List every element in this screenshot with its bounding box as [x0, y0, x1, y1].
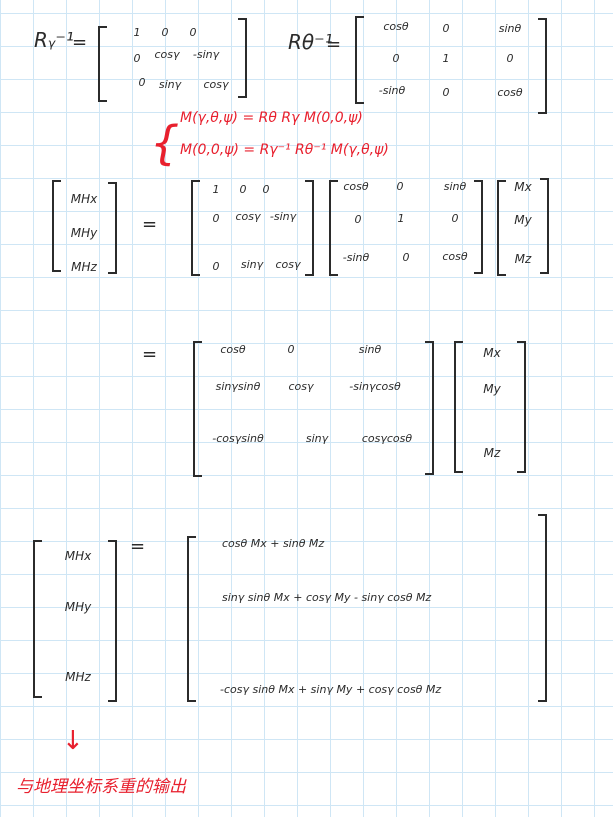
vector-cell: MHz	[71, 260, 97, 274]
matrix-cell: sinθ	[443, 180, 467, 193]
matrix-cell: 0	[138, 76, 146, 89]
bracket-left	[52, 180, 61, 272]
vector-cell: MHy	[70, 226, 98, 240]
bracket-left	[191, 180, 200, 276]
matrix-cell: 0	[161, 26, 169, 39]
vector-cell: MHy	[64, 600, 92, 614]
bracket-left	[33, 540, 42, 698]
annotation-brace: {	[150, 116, 180, 170]
vector-cell: Mx	[514, 180, 532, 194]
matrix-cell: 0	[212, 212, 220, 225]
matrix-cell: 0	[442, 22, 450, 35]
matrix-cell: 0	[189, 26, 197, 39]
down-arrow-icon: ↓	[62, 726, 84, 756]
matrix-cell: 0	[287, 343, 295, 356]
r-theta-inv-label: Rθ⁻¹	[288, 30, 333, 54]
matrix-cell: 0	[506, 52, 514, 65]
equals-sign: =	[72, 32, 88, 53]
bracket-right	[474, 180, 483, 274]
matrix-cell: cosγcosθ	[361, 432, 413, 445]
result-row-z: -cosγ sinθ Mx + sinγ My + cosγ cosθ Mz	[220, 683, 442, 696]
matrix-cell: -sinγ	[192, 48, 220, 61]
matrix-cell: cosγ	[275, 258, 301, 271]
matrix-cell: 0	[451, 212, 459, 225]
matrix-cell: 0	[354, 213, 362, 226]
matrix-cell: cosθ	[442, 250, 468, 263]
matrix-cell: 0	[212, 260, 220, 273]
matrix-cell: 0	[442, 86, 450, 99]
matrix-cell: -sinθ	[342, 251, 370, 264]
vector-cell: MHx	[70, 192, 98, 206]
vector-cell: My	[483, 382, 501, 396]
matrix-cell: -sinγcosθ	[349, 380, 401, 393]
bracket-right	[305, 180, 314, 276]
bracket-right	[425, 341, 434, 475]
matrix-cell: -cosγsinθ	[212, 432, 264, 445]
footer-note: 与地理坐标系重的输出	[16, 777, 186, 797]
matrix-cell: 1	[442, 52, 450, 65]
equals-sign: =	[142, 344, 158, 365]
equals-sign: =	[130, 536, 146, 557]
matrix-cell: 0	[402, 251, 410, 264]
r-gamma-inv-label: Rᵧ⁻¹	[34, 28, 74, 52]
matrix-cell: sinθ	[498, 22, 522, 35]
bracket-right	[517, 341, 526, 473]
matrix-cell: sinγ	[305, 432, 329, 445]
bracket-left	[187, 536, 196, 702]
matrix-cell: 0	[396, 180, 404, 193]
bracket-right	[108, 540, 117, 702]
vector-cell: MHx	[64, 549, 92, 563]
matrix-cell: sinγsinθ	[215, 380, 261, 393]
matrix-cell: sinθ	[358, 343, 382, 356]
matrix-cell: -sinγ	[269, 210, 297, 223]
bracket-right	[538, 514, 547, 702]
matrix-cell: 1	[133, 26, 141, 39]
vector-cell: Mx	[483, 346, 501, 360]
vector-cell: MHz	[65, 670, 91, 684]
matrix-cell: 0	[239, 183, 247, 196]
matrix-cell: cosθ	[383, 20, 409, 33]
matrix-cell: cosγ	[235, 210, 261, 223]
matrix-cell: cosθ	[497, 86, 523, 99]
bracket-right	[538, 18, 547, 114]
result-row-x: cosθ Mx + sinθ Mz	[222, 537, 325, 550]
matrix-cell: 1	[212, 183, 220, 196]
bracket-left	[193, 341, 202, 477]
matrix-cell: sinγ	[158, 78, 182, 91]
matrix-cell: 0	[133, 52, 141, 65]
bracket-left	[329, 180, 338, 276]
bracket-left	[355, 16, 364, 104]
bracket-left	[454, 341, 463, 473]
matrix-cell: 1	[397, 212, 405, 225]
matrix-cell: 0	[262, 183, 270, 196]
matrix-cell: -sinθ	[378, 84, 406, 97]
matrix-cell: sinγ	[240, 258, 264, 271]
annotation-line-1: M(γ,θ,ψ) = Rθ Rγ M(0,0,ψ)	[180, 110, 363, 126]
equals-sign: =	[142, 214, 158, 235]
matrix-cell: cosθ	[220, 343, 246, 356]
equals-sign: =	[326, 34, 342, 55]
matrix-cell: cosγ	[154, 48, 180, 61]
matrix-cell: cosγ	[203, 78, 229, 91]
bracket-right	[238, 18, 247, 98]
annotation-line-2: M(0,0,ψ) = Rγ⁻¹ Rθ⁻¹ M(γ,θ,ψ)	[180, 142, 389, 158]
vector-cell: Mz	[483, 446, 501, 460]
bracket-right	[108, 182, 117, 274]
vector-cell: Mz	[514, 252, 532, 266]
bracket-left	[497, 180, 506, 276]
vector-cell: My	[514, 213, 532, 227]
matrix-cell: 0	[392, 52, 400, 65]
result-row-y: sinγ sinθ Mx + cosγ My - sinγ cosθ Mz	[222, 591, 432, 604]
matrix-cell: cosθ	[343, 180, 369, 193]
bracket-left	[98, 26, 107, 102]
matrix-cell: cosγ	[288, 380, 314, 393]
bracket-right	[540, 178, 549, 274]
